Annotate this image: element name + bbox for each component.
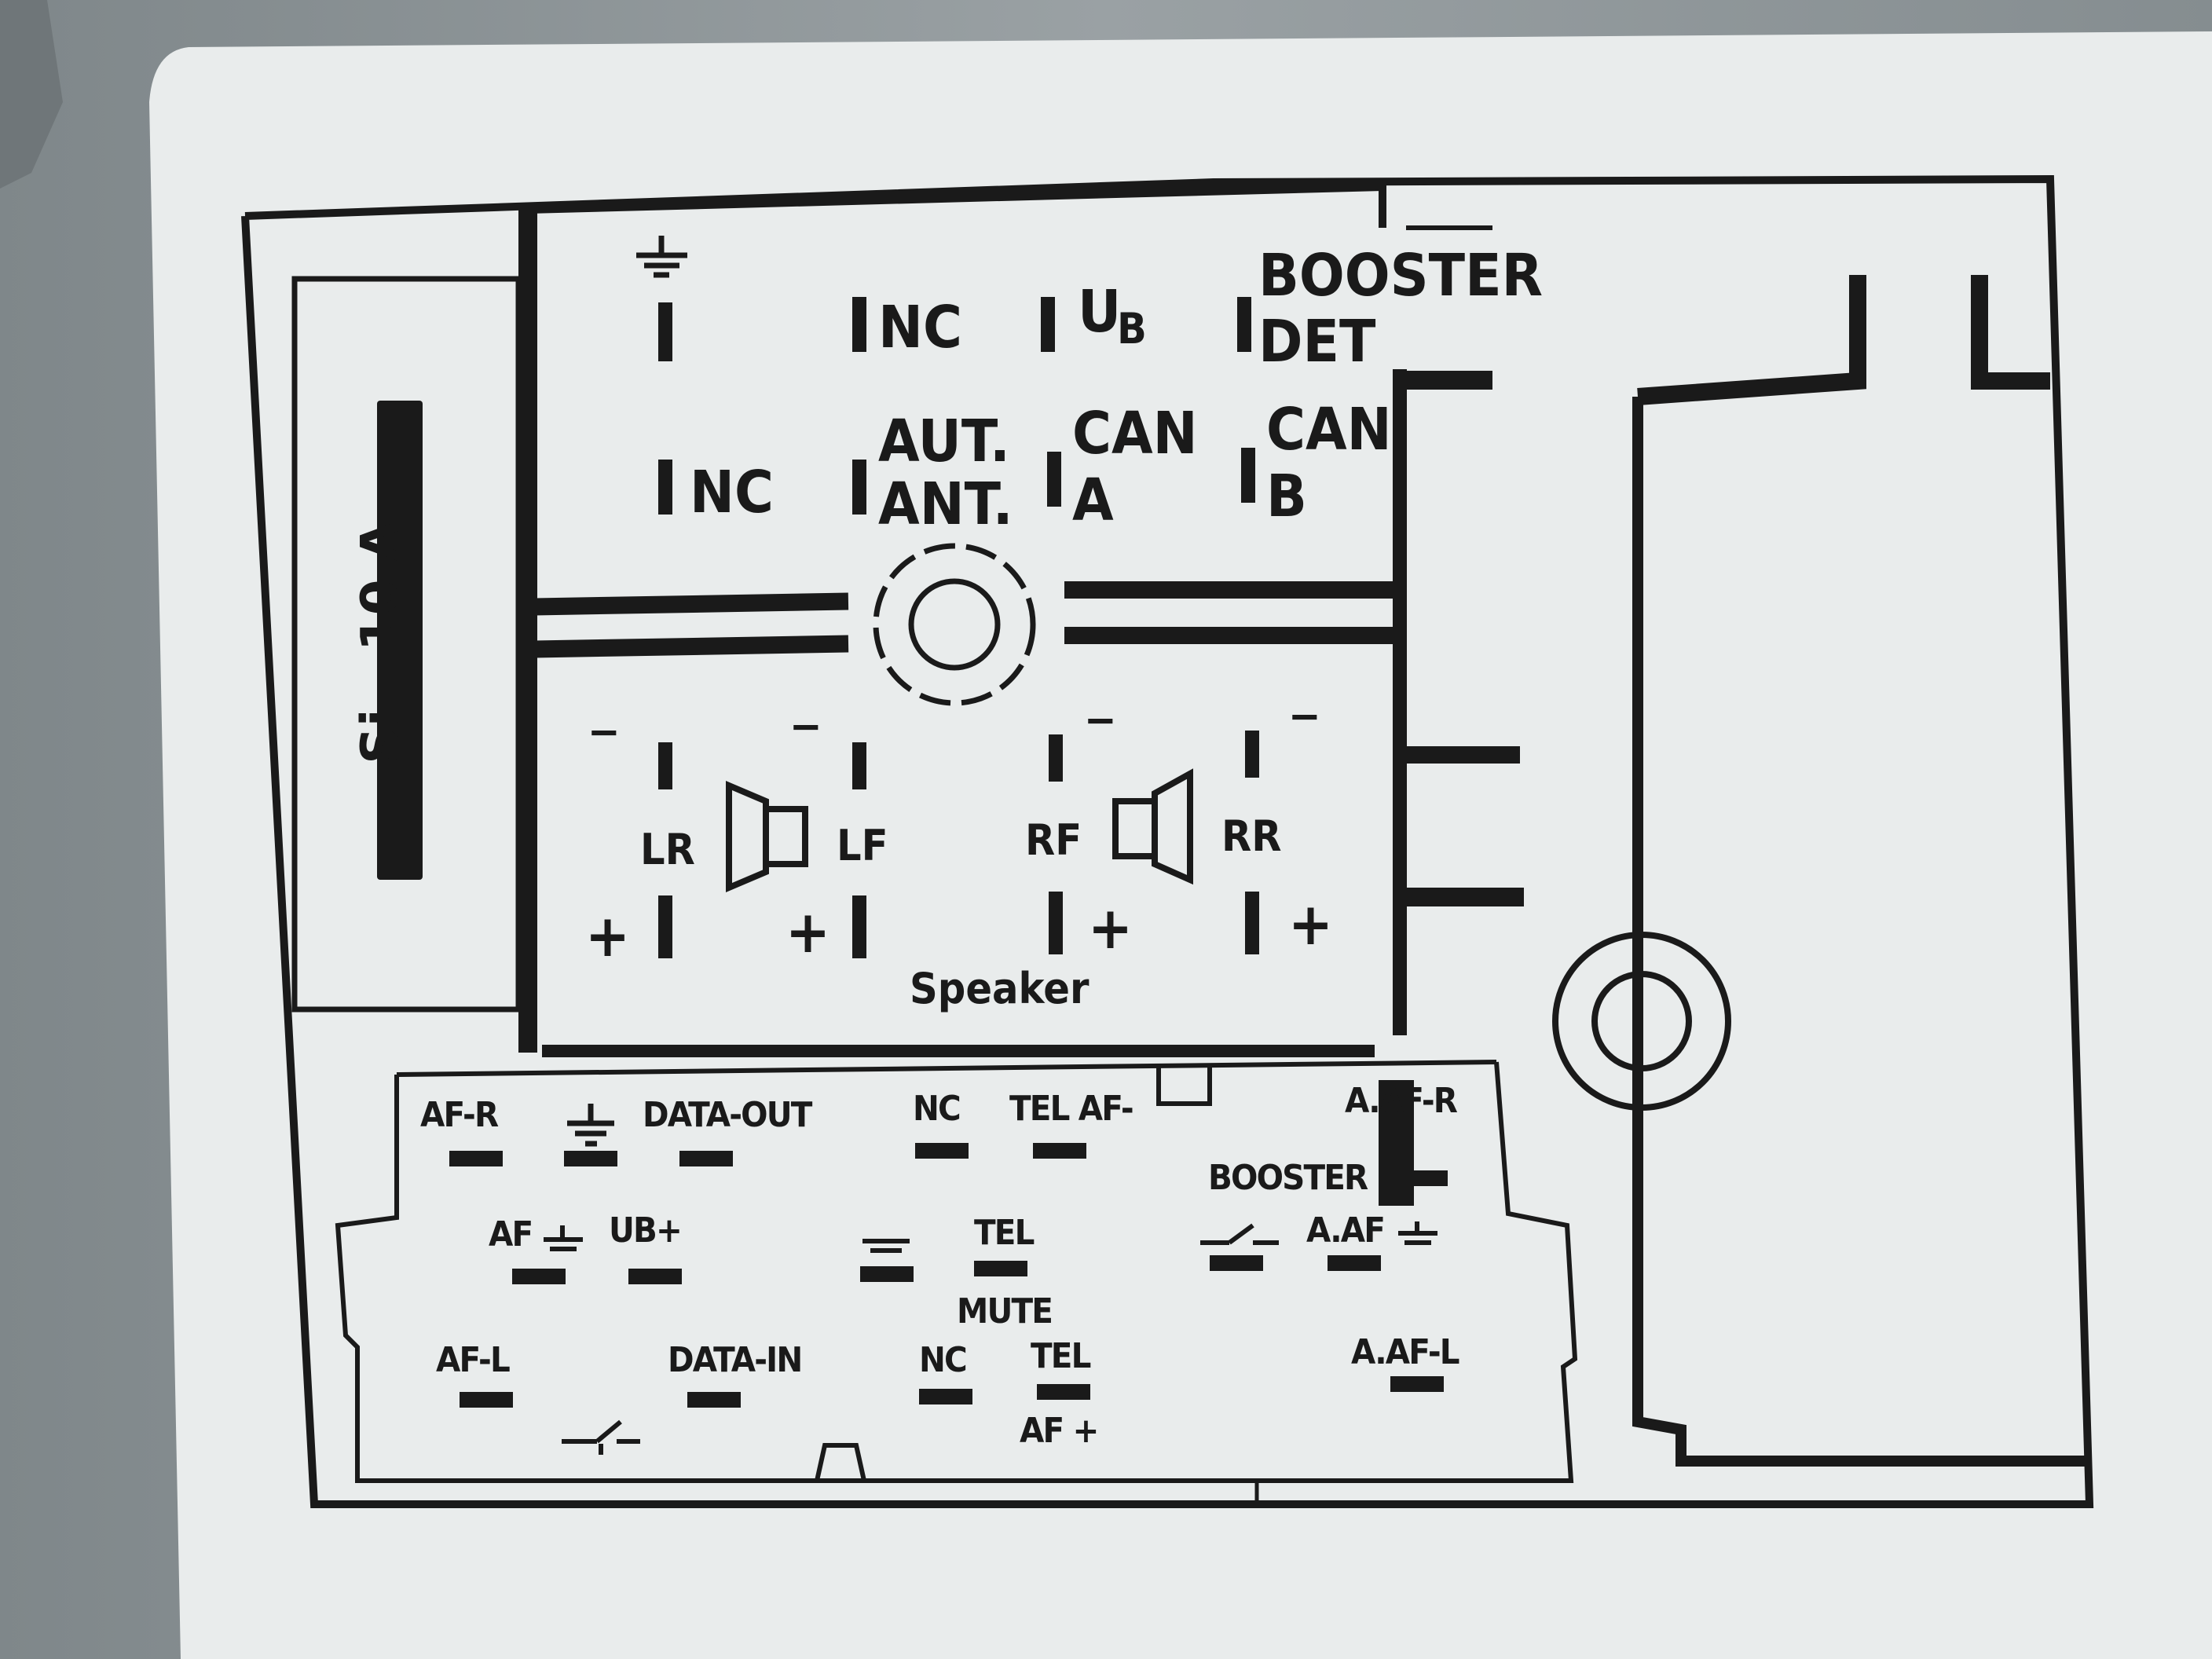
- switch-icon-booster: [1200, 1223, 1279, 1245]
- af-plus-pin: AF +: [1020, 1411, 1099, 1451]
- speaker-icon-left: [726, 780, 808, 893]
- mounting-hole-right-inner: [1591, 971, 1692, 1071]
- metal-clip: [0, 0, 63, 189]
- can-b-line2: B: [1266, 463, 1307, 530]
- aut-ant-line1: AUT.: [878, 408, 1010, 475]
- fuse-bar: [377, 401, 423, 880]
- nc-pin-top: NC: [878, 294, 962, 361]
- speaker-icon-right: [1112, 768, 1193, 885]
- label-sticker: [149, 31, 2212, 1659]
- a-af-ground-icon: [1398, 1221, 1437, 1245]
- mounting-hole-right-outer: [1552, 932, 1731, 1111]
- plus-lf: +: [786, 899, 831, 966]
- minus-lr: −: [588, 707, 621, 756]
- nc-pin-second: NC: [690, 459, 774, 526]
- ground-icon-bottom: [567, 1104, 614, 1147]
- fuse-label: Si - 10 A: [350, 521, 411, 764]
- a-af-r-pin: A.AF-R: [1345, 1081, 1458, 1121]
- bottom-connector-border: [396, 1060, 1497, 1077]
- ground-icon: [636, 236, 687, 278]
- ub-pin-subscript: B: [1117, 304, 1147, 353]
- plus-rf: +: [1088, 895, 1133, 962]
- mute-ground-icon: [862, 1239, 910, 1253]
- tel-af-minus-pin: TEL AF-: [1009, 1089, 1134, 1129]
- minus-lf: −: [789, 701, 822, 751]
- nc-pin-bottom-2: NC: [919, 1340, 968, 1380]
- plus-lr: +: [585, 903, 631, 970]
- outer-frame: [241, 174, 2094, 1508]
- data-out-pin: DATA-OUT: [643, 1095, 812, 1135]
- can-a-line2: A: [1072, 467, 1114, 534]
- booster-det-line2: DET: [1258, 308, 1376, 375]
- nc-pin-bottom-1: NC: [913, 1089, 961, 1129]
- plus-rr: +: [1288, 891, 1334, 958]
- speaker-caption: Speaker: [910, 964, 1090, 1013]
- can-a-line1: CAN: [1072, 400, 1198, 467]
- minus-rr: −: [1288, 691, 1321, 741]
- af-l-pin: AF-L: [436, 1340, 511, 1380]
- ground-icon-af: [544, 1225, 583, 1251]
- af-ground-pin: AF: [489, 1214, 533, 1254]
- mounting-hole-top-outer: [873, 543, 1036, 706]
- top-connector-border: [527, 180, 1383, 214]
- a-af-ground-pin: A.AF: [1306, 1210, 1386, 1251]
- af-r-pin: AF-R: [420, 1095, 499, 1135]
- mute-label: MUTE: [957, 1291, 1053, 1331]
- booster-det-line1: BOOSTER: [1258, 242, 1544, 309]
- tel-pin-row3: TEL: [1031, 1336, 1091, 1376]
- mounting-hole-top-inner: [908, 578, 1001, 671]
- ub-plus-pin: UB+: [609, 1210, 683, 1251]
- minus-rf: −: [1084, 695, 1117, 745]
- aut-ant-line2: ANT.: [878, 471, 1013, 538]
- speaker-lr-label: LR: [640, 825, 695, 874]
- can-b-line1: CAN: [1266, 396, 1392, 463]
- data-in-pin: DATA-IN: [668, 1340, 803, 1380]
- ub-pin-label: U: [1078, 278, 1122, 346]
- a-af-l-pin: A.AF-L: [1351, 1332, 1460, 1372]
- speaker-lf-label: LF: [837, 821, 888, 870]
- speaker-rf-label: RF: [1025, 815, 1082, 865]
- speaker-rr-label: RR: [1221, 811, 1282, 861]
- booster-pin: BOOSTER: [1208, 1158, 1368, 1198]
- tel-pin-row2: TEL: [974, 1213, 1035, 1253]
- switch-icon-data-in: [562, 1419, 640, 1455]
